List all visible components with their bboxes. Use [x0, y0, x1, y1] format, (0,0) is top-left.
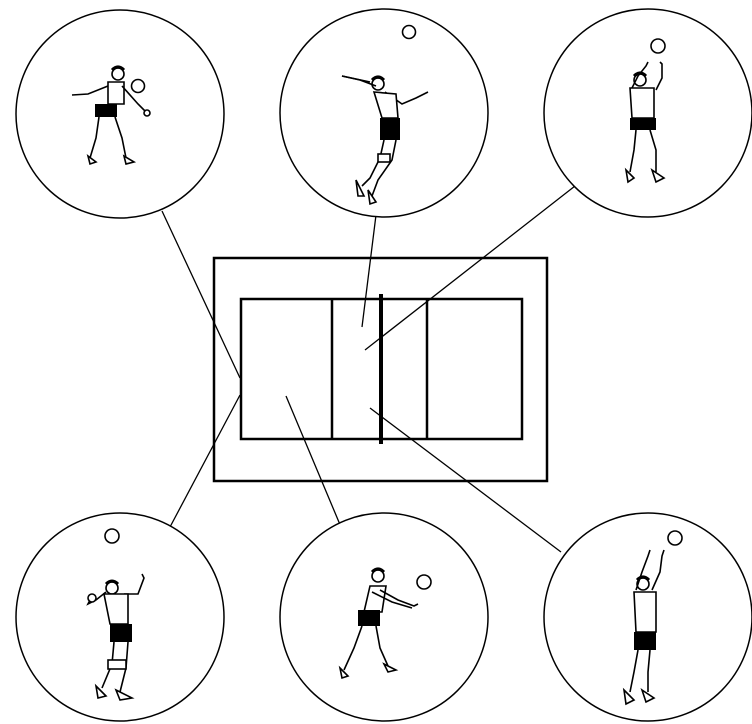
ball-icon [650, 38, 666, 54]
connector-bottom-center [285, 395, 342, 528]
connector-bottom-right [369, 407, 562, 553]
ball-icon [416, 574, 432, 590]
player-bottom-center [338, 567, 432, 680]
player-top-left [71, 65, 151, 166]
player-top-center [341, 24, 429, 206]
connector-bottom-left [169, 394, 241, 528]
ball-icon [130, 78, 146, 94]
player-bottom-left [86, 528, 145, 701]
court [212, 256, 549, 483]
ball-icon [667, 530, 683, 546]
connector-top-center [361, 214, 377, 328]
connector-top-right [364, 185, 576, 351]
circle-bottom-center [279, 512, 489, 722]
player-bottom-right [622, 530, 683, 706]
connector-top-left [161, 210, 241, 379]
connector-lines [161, 185, 576, 553]
circle-top-left [15, 9, 225, 219]
ball-icon [401, 24, 417, 40]
ball-icon [104, 528, 120, 544]
player-top-right [624, 38, 666, 184]
court-outer-boundary [212, 256, 549, 483]
